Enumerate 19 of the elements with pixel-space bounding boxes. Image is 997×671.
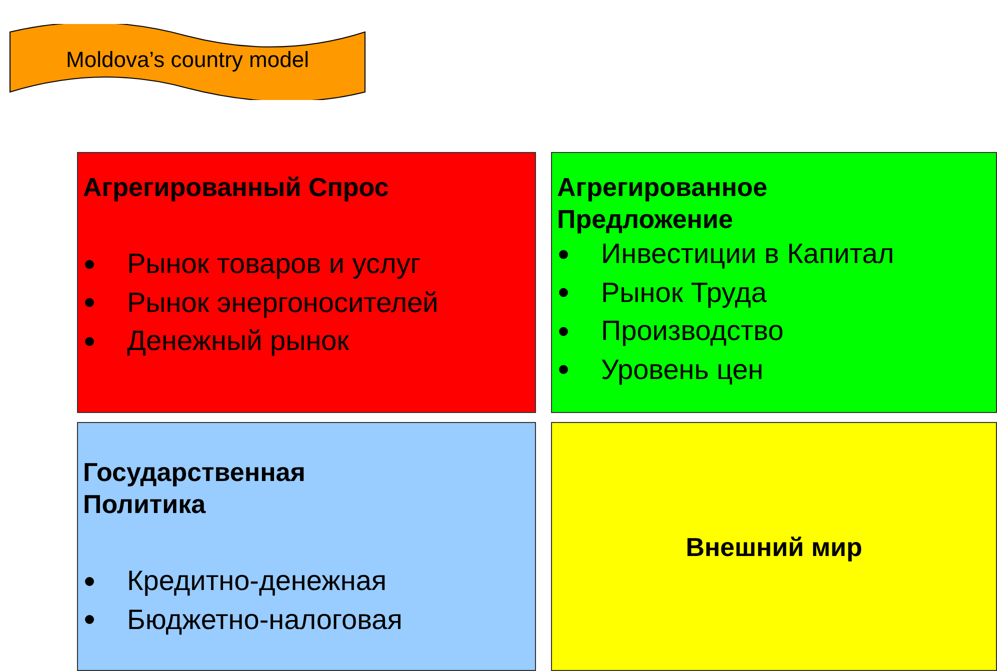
bullet-item: Инвестиции в Капитал	[601, 237, 894, 271]
category-box	[77, 422, 536, 671]
bullet-item: Уровень цен	[601, 352, 764, 387]
wave-banner	[9, 24, 366, 100]
box-heading: Агрегированное Предложение	[557, 171, 768, 235]
category-box	[551, 422, 997, 671]
bullet-item: Рынок энергоносителей	[127, 286, 438, 320]
bullet-item: Денежный рынок	[127, 324, 349, 358]
bullet-item: Рынок товаров и услуг	[127, 247, 421, 281]
bullet-item: Бюджетно-налоговая	[127, 602, 402, 637]
box-heading: Государственная Политика	[83, 456, 306, 520]
category-box	[551, 152, 997, 413]
box-heading: Агрегированный Спрос	[83, 171, 390, 203]
category-box	[77, 152, 536, 413]
bullet-item: Производство	[601, 314, 784, 348]
bullet-item: Рынок Труда	[601, 276, 767, 310]
box-heading: Внешний мир	[686, 530, 862, 562]
bullet-item: Кредитно-денежная	[127, 564, 387, 598]
banner-title: Moldova’s country model	[66, 47, 309, 73]
